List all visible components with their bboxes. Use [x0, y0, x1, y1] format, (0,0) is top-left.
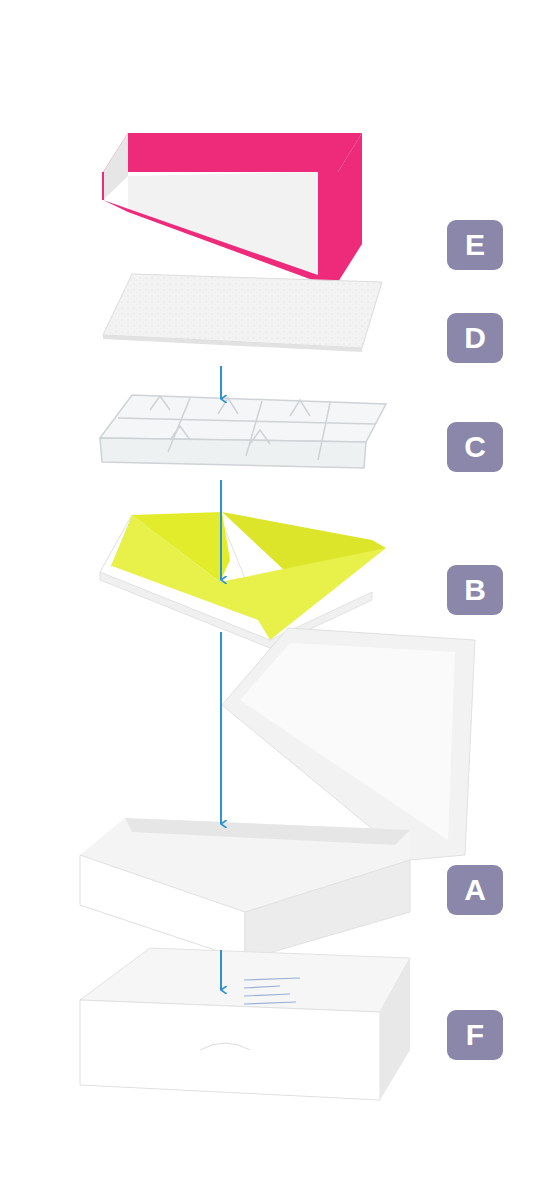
- part-letter: F: [466, 1020, 484, 1050]
- clear-tray: [100, 395, 386, 468]
- part-letter: E: [465, 230, 485, 260]
- part-letter-box: B: [447, 565, 503, 615]
- assembly-arrows: [220, 366, 222, 990]
- part-letter: B: [464, 575, 486, 605]
- part-letter-box: E: [447, 220, 503, 270]
- part-letter-box: C: [447, 422, 503, 472]
- part-letter: A: [464, 875, 486, 905]
- part-letter-box: F: [447, 1010, 503, 1060]
- sleeve: [103, 133, 362, 282]
- closed-box: [80, 948, 410, 1100]
- part-letter: C: [464, 432, 486, 462]
- part-letter: D: [464, 323, 486, 353]
- part-letter-box: A: [447, 865, 503, 915]
- part-letter-box: D: [447, 313, 503, 363]
- lined-tray: [100, 512, 386, 648]
- paper-sheet: [103, 274, 382, 352]
- open-box: [80, 628, 475, 960]
